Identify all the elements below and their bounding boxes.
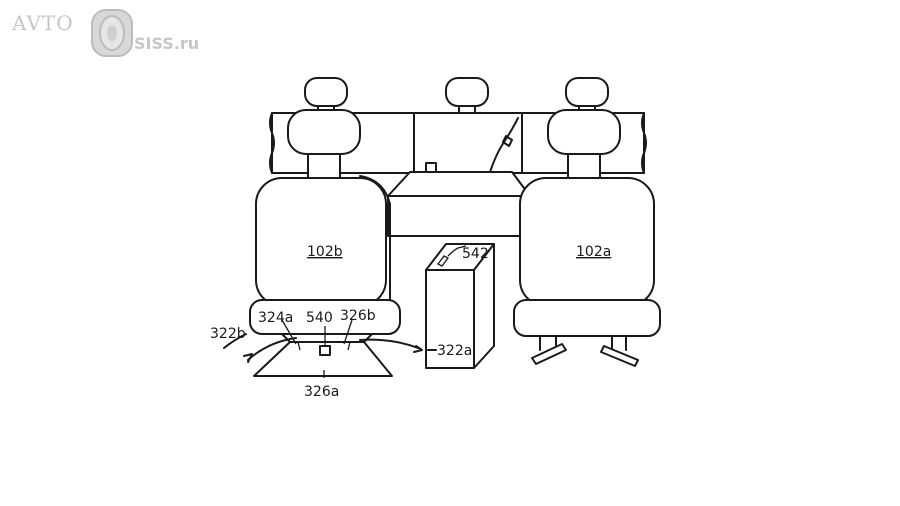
rear-headrest-center bbox=[445, 77, 489, 114]
watermark-right-text: SISS.ru bbox=[134, 34, 199, 53]
base-ref-label: 326a bbox=[304, 384, 339, 400]
rear-headrest-left bbox=[304, 77, 348, 114]
center-console bbox=[387, 171, 531, 237]
front-seat-left: 102b bbox=[249, 109, 401, 335]
seat-right-label: 102a bbox=[576, 244, 611, 260]
rear-headrest-right bbox=[565, 77, 609, 114]
vent-center-label: 540 bbox=[306, 310, 333, 326]
tire-icon bbox=[91, 9, 133, 57]
box-ref-label: 322a bbox=[437, 343, 472, 359]
box-device-label: 542 bbox=[462, 246, 489, 262]
front-seat-right: 102a bbox=[513, 109, 661, 367]
vent-right-label: 326b bbox=[340, 308, 376, 324]
vent-left-label: 324a bbox=[258, 310, 293, 326]
flow-left-label: 322b bbox=[210, 326, 246, 342]
storage-box: 542 322a bbox=[425, 243, 495, 369]
watermark-left-text: AVTO bbox=[11, 11, 74, 35]
vent-assembly: 324a 540 326b 322b 326a bbox=[210, 308, 423, 400]
watermark-logo: AVTO SISS.ru bbox=[11, 9, 199, 57]
seat-left-label: 102b bbox=[307, 244, 343, 260]
